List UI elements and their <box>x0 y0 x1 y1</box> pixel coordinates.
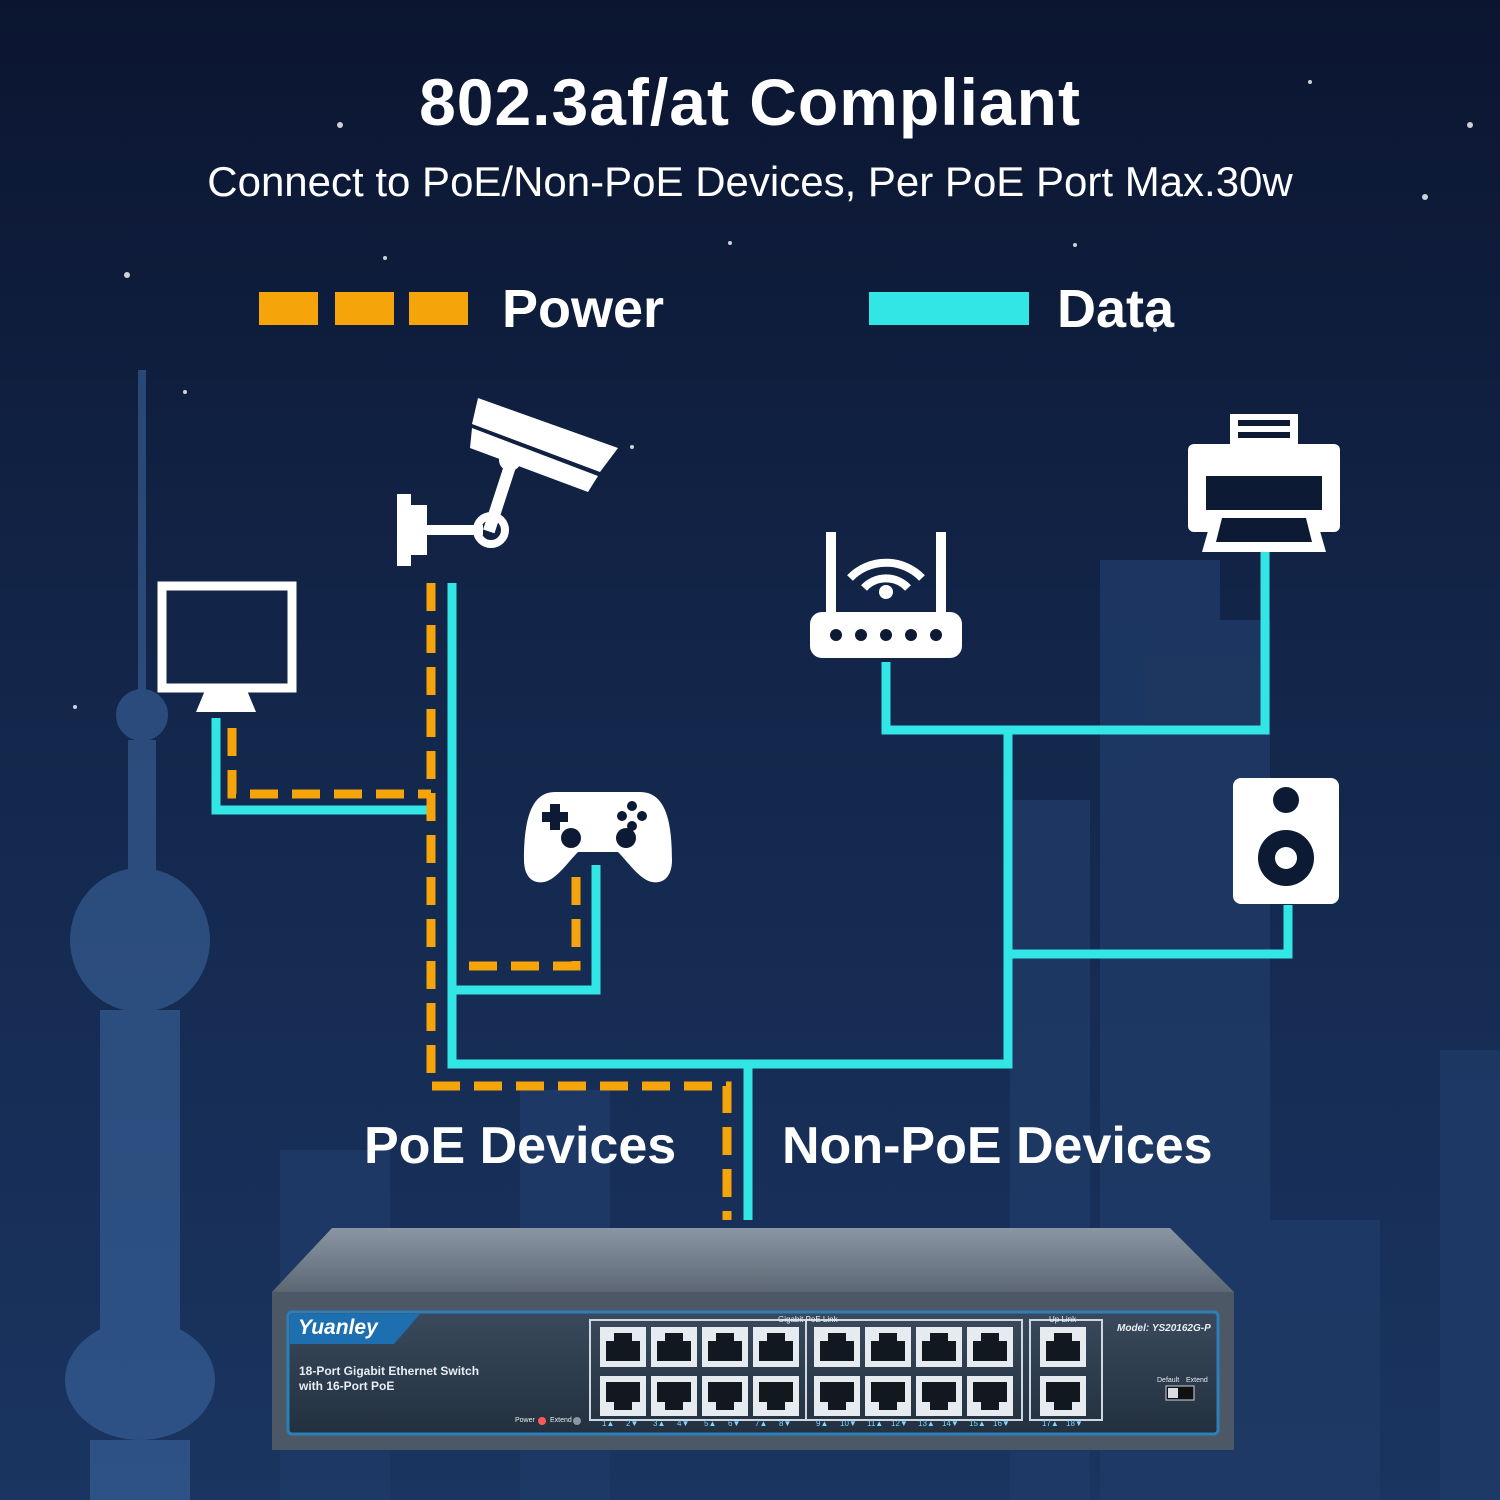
rj45-port-socket <box>1046 1333 1080 1361</box>
power-led-label: Power <box>515 1417 535 1424</box>
rj45-port-socket <box>708 1382 742 1410</box>
port-number-label: 10▼ <box>840 1419 857 1428</box>
printer-icon <box>1188 414 1340 552</box>
non-poe-devices-label: Non-PoE Devices <box>782 1117 1213 1175</box>
speaker-icon <box>1233 778 1339 904</box>
power-legend-label: Power <box>502 279 665 339</box>
port-number-label: 14▼ <box>942 1419 959 1428</box>
port-number-label: 11▲ <box>867 1419 884 1428</box>
rj45-port-socket <box>922 1333 956 1361</box>
rj45-port-socket <box>657 1333 691 1361</box>
rj45-port-socket <box>871 1333 905 1361</box>
power-legend-dash-1 <box>259 292 318 325</box>
rj45-port-socket <box>871 1382 905 1410</box>
switch-model: Model: YS20162G-P <box>1117 1323 1211 1334</box>
data-legend-line <box>869 292 1029 325</box>
rj45-port-socket <box>820 1333 854 1361</box>
switch-top-panel <box>272 1228 1234 1292</box>
rj45-port-socket <box>820 1382 854 1410</box>
dip-extend-label: Extend <box>1186 1377 1208 1384</box>
uplink-port-group-label: Up Link <box>1049 1315 1077 1324</box>
switch-description-line2: with 16-Port PoE <box>299 1379 395 1393</box>
cctv-camera-icon <box>397 398 618 566</box>
rj45-port-socket <box>922 1382 956 1410</box>
power-legend-dash-2 <box>335 292 394 325</box>
power-led <box>538 1417 546 1425</box>
port-number-label: 6▼ <box>728 1419 741 1428</box>
dip-default-label: Default <box>1157 1377 1180 1384</box>
poe-port-group-label: Gigabit PoE Link <box>778 1315 838 1324</box>
port-number-label: 4▼ <box>677 1419 690 1428</box>
data-line-camera-main <box>447 583 748 1069</box>
rj45-port-socket <box>606 1333 640 1361</box>
data-line-speaker <box>1008 905 1293 959</box>
switch-description-line1: 18-Port Gigabit Ethernet Switch <box>299 1364 480 1378</box>
poe-devices-label: PoE Devices <box>364 1117 677 1175</box>
port-number-label: 18▼ <box>1066 1419 1083 1428</box>
page-title: 802.3af/at Compliant <box>419 65 1081 139</box>
port-number-label: 17▲ <box>1042 1419 1059 1428</box>
data-line-router <box>881 552 1270 735</box>
port-number-label: 3▲ <box>653 1419 666 1428</box>
data-line-monitor <box>211 718 432 815</box>
page-subtitle: Connect to PoE/Non-PoE Devices, Per PoE … <box>207 158 1293 205</box>
rj45-port-socket <box>973 1333 1007 1361</box>
extend-led <box>573 1417 581 1425</box>
extend-led-label: Extend <box>550 1417 572 1424</box>
port-number-label: 8▼ <box>779 1419 792 1428</box>
rj45-port-socket <box>973 1382 1007 1410</box>
port-number-label: 1▲ <box>602 1419 615 1428</box>
port-number-label: 7▲ <box>755 1419 768 1428</box>
port-number-label: 13▲ <box>918 1419 935 1428</box>
port-number-label: 9▲ <box>816 1419 829 1428</box>
port-number-label: 15▲ <box>969 1419 986 1428</box>
switch-brand-logo: Yuanley <box>298 1316 378 1339</box>
port-number-label: 12▼ <box>891 1419 908 1428</box>
monitor-icon <box>157 581 297 712</box>
port-number-label: 2▼ <box>626 1419 639 1428</box>
rj45-port-socket <box>759 1382 793 1410</box>
rj45-port-socket <box>606 1382 640 1410</box>
power-line-gamepad <box>462 877 581 971</box>
port-number-label: 5▲ <box>704 1419 717 1428</box>
power-line-camera <box>426 583 732 1220</box>
data-legend-label: Data <box>1057 279 1175 339</box>
rj45-port-socket <box>759 1333 793 1361</box>
port-number-label: 16▼ <box>993 1419 1010 1428</box>
port-grid <box>600 1327 1086 1416</box>
power-legend-dash-3 <box>409 292 468 325</box>
data-line-gamepad <box>452 865 601 995</box>
rj45-port-socket <box>1046 1382 1080 1410</box>
wifi-router-icon <box>810 532 962 658</box>
gamepad-icon <box>524 792 672 883</box>
rj45-port-socket <box>657 1382 691 1410</box>
rj45-port-socket <box>708 1333 742 1361</box>
brand-badge <box>290 1314 420 1344</box>
power-line-monitor <box>227 728 431 799</box>
data-line-nonpoe-trunk <box>748 730 1013 1069</box>
